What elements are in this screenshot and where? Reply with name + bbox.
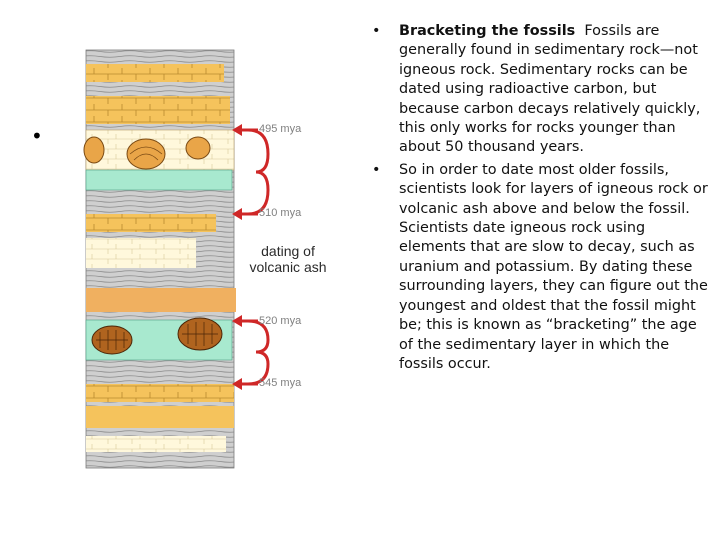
ash-dating-label: dating of volcanic ash xyxy=(249,243,327,275)
bullet-dot: • xyxy=(372,161,381,178)
strata-illustration xyxy=(83,49,270,469)
label-510-mya: 510 mya xyxy=(259,207,302,219)
label-545-mya: 545 mya xyxy=(259,377,302,389)
bullet-item-bracketing: • Bracketing the fossils Fossils are gen… xyxy=(368,22,708,158)
bullet-item-dating-layers: • So in order to date most older fossils… xyxy=(368,161,708,374)
bullet-text: So in order to date most older fossils, … xyxy=(399,161,708,372)
rock-strata-figure: 495 mya 510 mya dating of volcanic ash 5… xyxy=(80,44,370,474)
strata-column xyxy=(83,49,236,469)
empty-bullet: • xyxy=(31,124,43,148)
bullet-text: Fossils are generally found in sedimenta… xyxy=(399,23,701,156)
label-495-mya: 495 mya xyxy=(259,123,302,135)
arrow-heads xyxy=(232,124,242,390)
shell-fossils xyxy=(83,136,211,170)
bullet-title: Bracketing the fossils xyxy=(399,23,576,39)
trilobite-fossils xyxy=(91,317,223,355)
bullet-list: • Bracketing the fossils Fossils are gen… xyxy=(368,22,708,374)
label-520-mya: 520 mya xyxy=(259,315,302,327)
bullet-dot: • xyxy=(372,23,381,39)
